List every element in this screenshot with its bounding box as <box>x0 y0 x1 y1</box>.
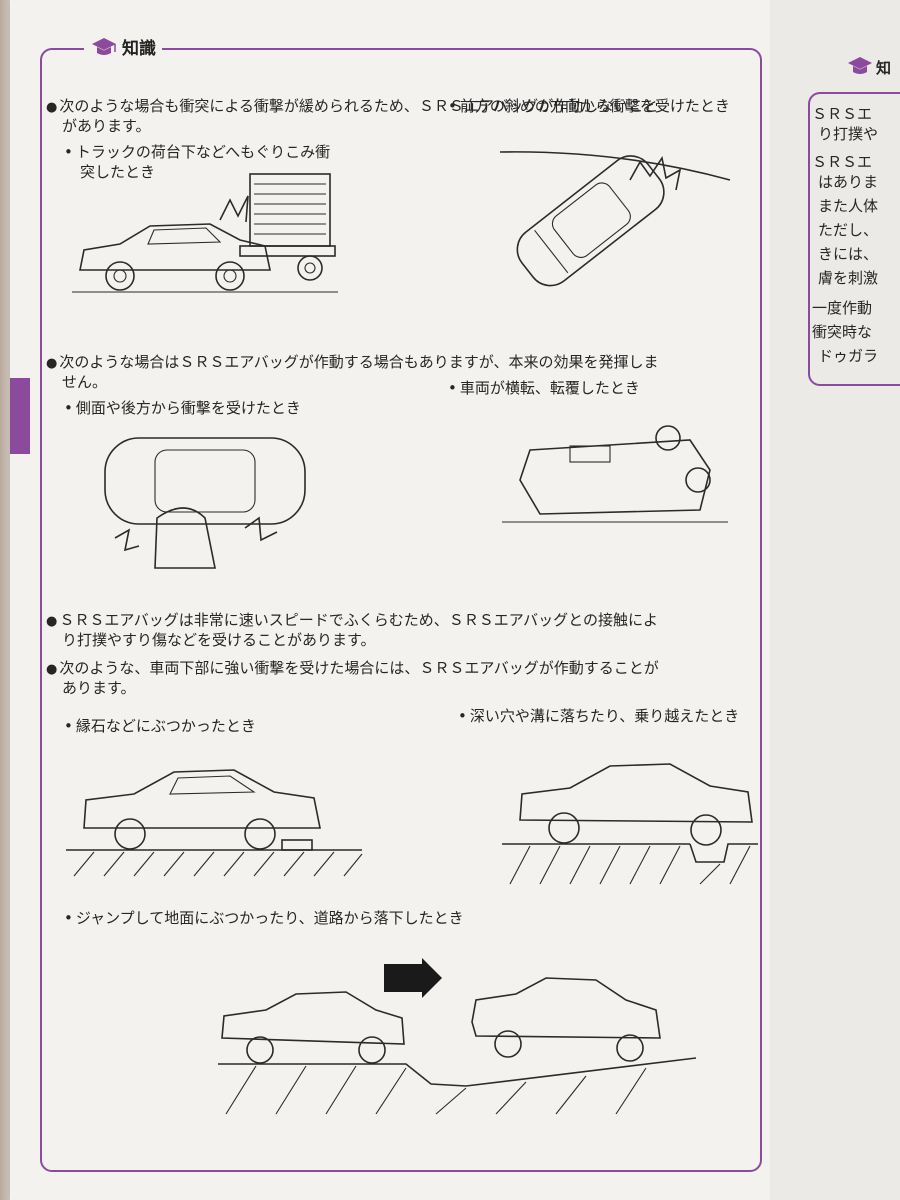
section4-intro-line1: 次のような、車両下部に強い衝撃を受けた場合には、ＳＲＳエアバッグが作動することが <box>46 658 658 680</box>
next-page-line: はありま <box>818 173 879 191</box>
next-page-line: 一度作動 <box>812 299 873 317</box>
manual-page <box>10 0 770 1200</box>
next-page-line: ＳＲＳエ <box>812 153 873 171</box>
section3-intro-line2: り打撲やすり傷などを受けることがあります。 <box>62 631 376 649</box>
illustration-side-impact <box>104 437 306 569</box>
next-page-panel <box>808 92 900 386</box>
next-page-line: また人体 <box>818 197 879 215</box>
section2-intro-line2: せん。 <box>62 373 108 391</box>
panel-title: 知識 <box>122 39 156 59</box>
knowledge-panel <box>40 48 762 1172</box>
next-page <box>770 0 900 1200</box>
section4-intro-line2: あります。 <box>62 679 136 697</box>
graduation-cap-icon <box>92 37 116 55</box>
section4-item1-line1: 縁石などにぶつかったとき <box>64 716 256 736</box>
section1-item1-line2: 突したとき <box>80 163 156 181</box>
next-page-line: り打撲や <box>818 125 879 143</box>
illustration-rollover <box>502 425 728 523</box>
next-page-line: 膚を刺激 <box>818 269 879 287</box>
section1-intro-line2: があります。 <box>62 117 151 135</box>
section3-intro-line1: ＳＲＳエアバッグは非常に速いスピードでふくらむため、ＳＲＳエアバッグとの接触によ <box>46 610 658 632</box>
illustration-ditch-drop <box>502 763 758 885</box>
section1-item2-line1: 前方の斜めの方向から衝撃を受けたとき <box>448 96 730 116</box>
next-page-line: 衝突時な <box>812 323 873 341</box>
section4-item2-line1: 深い穴や溝に落ちたり、乗り越えたとき <box>458 706 739 726</box>
section1-item1-line1: トラックの荷台下などへもぐりこみ衝 <box>64 142 330 162</box>
graduation-cap-icon <box>848 57 872 74</box>
section2-item1-line1: 側面や後方から衝撃を受けたとき <box>64 398 301 418</box>
next-page-line: ただし、 <box>818 221 879 239</box>
next-page-header: 知 <box>876 59 892 77</box>
section2-intro-line1: 次のような場合はＳＲＳエアバッグが作動する場合もありますが、本来の効果を発揮しま <box>46 352 658 374</box>
next-page-line: きには、 <box>818 245 879 263</box>
section-tab <box>10 378 30 454</box>
illustration-oblique-impact <box>499 151 731 287</box>
next-page-line: ドゥガラ <box>818 347 879 365</box>
panel-header: 知識 <box>84 34 162 59</box>
illustration-jump-landing <box>218 958 696 1115</box>
next-page-line: ＳＲＳエ <box>812 105 873 123</box>
illustration-curb-hit <box>66 769 363 877</box>
section2-item2-line1: 車両が横転、転覆したとき <box>448 378 640 398</box>
illustration-truck-underride <box>72 173 338 293</box>
section4-item3-line1: ジャンプして地面にぶつかったり、道路から落下したとき <box>64 908 464 928</box>
